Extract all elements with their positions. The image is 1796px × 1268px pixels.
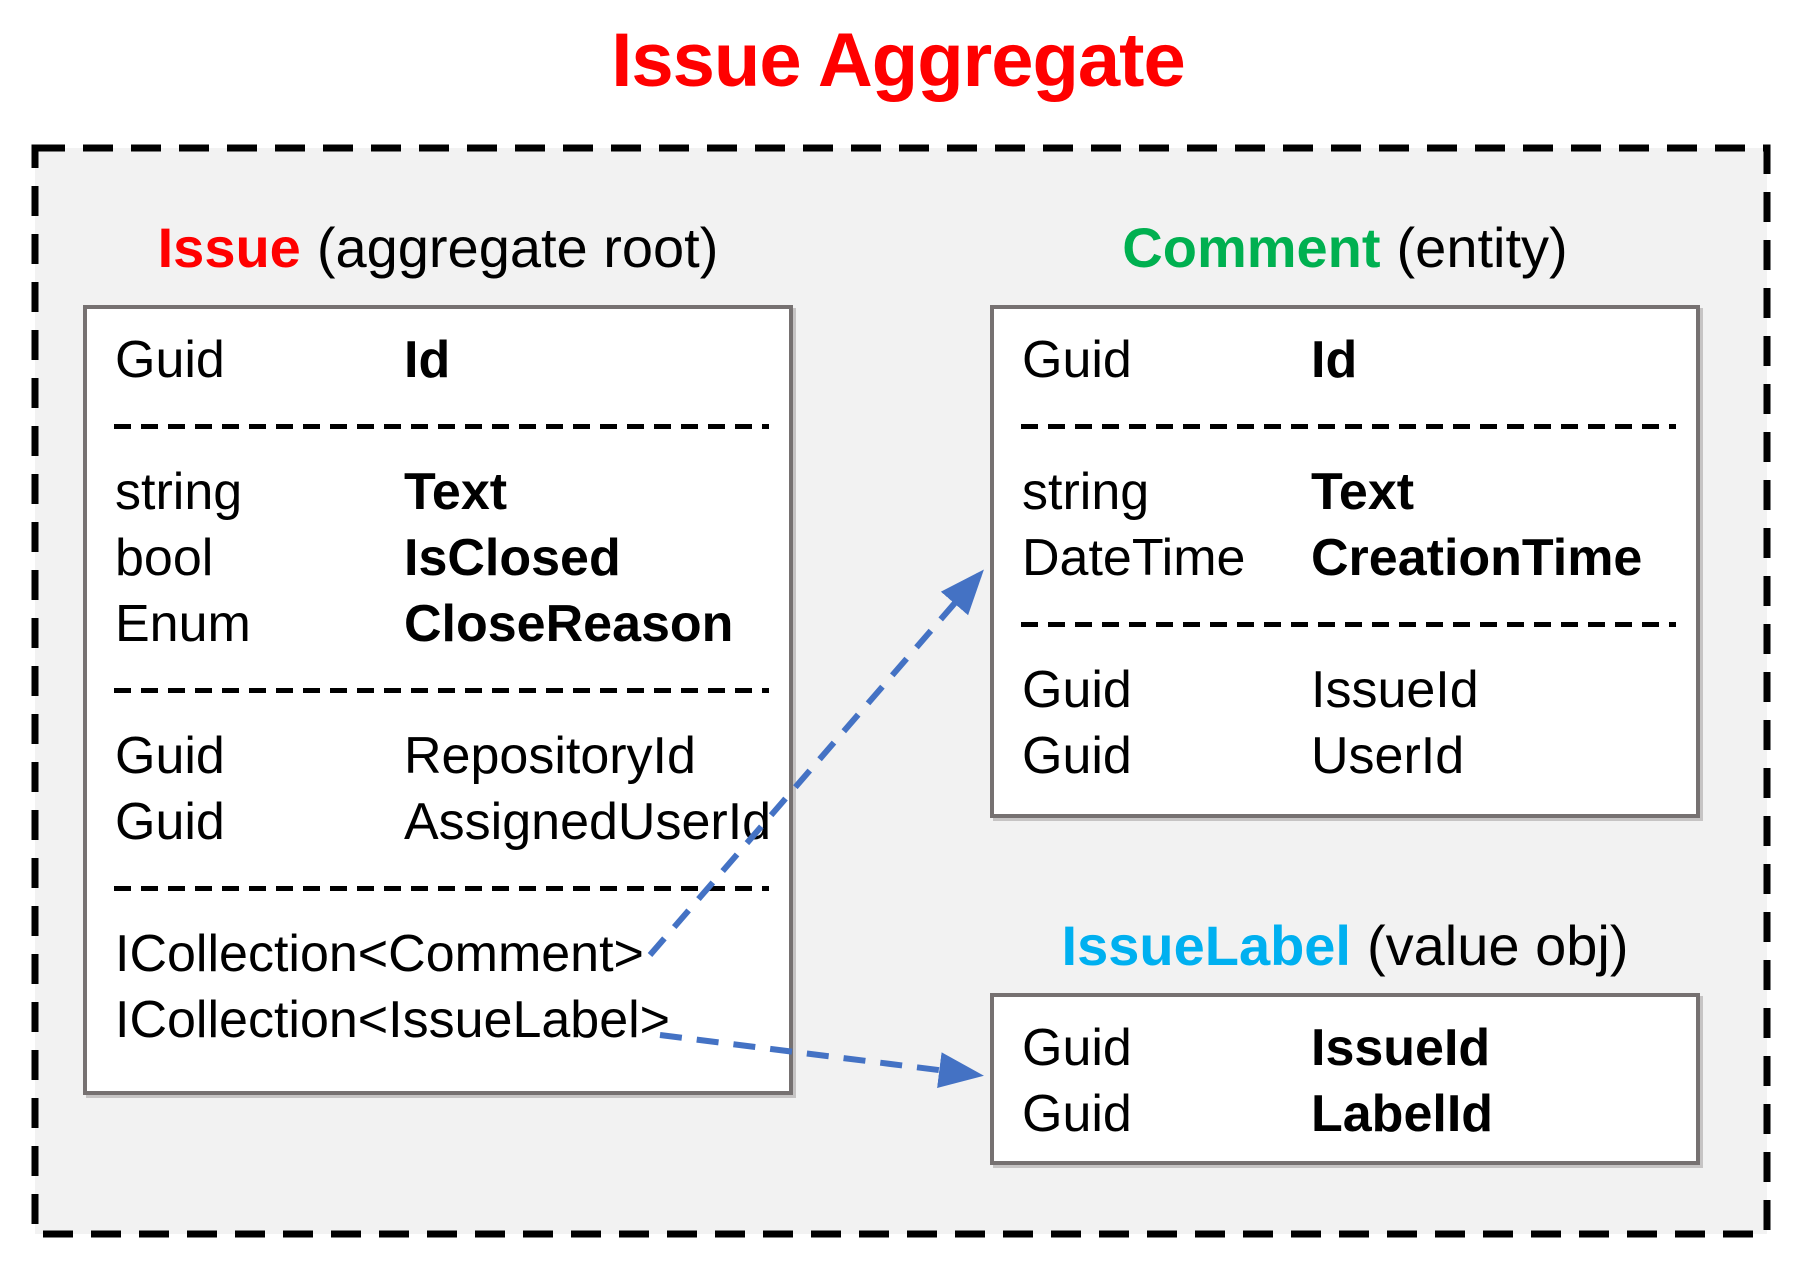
comment-heading: Comment(entity) (990, 200, 1700, 296)
field-row: Enum CloseReason (87, 591, 789, 657)
field-type: Enum (115, 595, 251, 653)
separator-row (87, 657, 789, 723)
field-row: Guid Id (87, 327, 789, 393)
field-name: Text (1311, 463, 1415, 521)
issuelabel-heading: IssueLabel (value obj) (990, 898, 1700, 994)
comment-heading-name: Comment (1122, 216, 1381, 279)
field-row: bool IsClosed (87, 525, 789, 591)
collection-row: ICollection<Comment> (87, 921, 789, 987)
field-type: string (1022, 463, 1150, 521)
issuelabel-heading-name: IssueLabel (1061, 914, 1351, 977)
field-type: Guid (1022, 1085, 1132, 1143)
field-name: CreationTime (1311, 529, 1643, 587)
field-row: string Text (994, 459, 1696, 525)
field-row: string Text (87, 459, 789, 525)
field-type: Guid (115, 331, 225, 389)
issuelabel-entity-box: Guid IssueId Guid LabelId (990, 993, 1700, 1165)
field-name: Text (404, 463, 508, 521)
separator-row (994, 591, 1696, 657)
field-type: Guid (1022, 331, 1132, 389)
issuelabel-heading-note: (value obj) (1367, 914, 1629, 977)
collection-text: ICollection<Comment> (115, 925, 644, 983)
dashed-separator (1021, 621, 1676, 627)
field-row: Guid AssignedUserId (87, 789, 789, 855)
issue-entity-box: Guid Id string Text bool IsClosed Enum C… (83, 305, 793, 1095)
field-type: Guid (1022, 661, 1132, 719)
dashed-separator (114, 687, 769, 693)
field-type: DateTime (1022, 529, 1246, 587)
issue-heading-name: Issue (157, 216, 301, 279)
field-name: IsClosed (404, 529, 621, 587)
field-type: Guid (1022, 1019, 1132, 1077)
collection-text: ICollection<IssueLabel> (115, 991, 671, 1049)
dashed-separator (1021, 423, 1676, 429)
field-row: Guid Id (994, 327, 1696, 393)
field-row: Guid LabelId (994, 1081, 1696, 1147)
field-row: Guid RepositoryId (87, 723, 789, 789)
field-name: IssueId (1311, 1019, 1491, 1077)
separator-row (87, 393, 789, 459)
field-name: CloseReason (404, 595, 734, 653)
field-type: Guid (115, 727, 225, 785)
field-name: UserId (1311, 727, 1465, 785)
dashed-separator (114, 885, 769, 891)
field-type: bool (115, 529, 214, 587)
dashed-separator (114, 423, 769, 429)
field-name: Id (404, 331, 451, 389)
field-row: Guid UserId (994, 723, 1696, 789)
collection-row: ICollection<IssueLabel> (87, 987, 789, 1053)
issue-heading: Issue(aggregate root) (83, 200, 793, 296)
field-name: LabelId (1311, 1085, 1494, 1143)
field-row: Guid IssueId (994, 1015, 1696, 1081)
field-name: Id (1311, 331, 1358, 389)
field-type: Guid (1022, 727, 1132, 785)
field-name: RepositoryId (404, 727, 696, 785)
field-name: IssueId (1311, 661, 1479, 719)
issue-heading-note: (aggregate root) (316, 216, 719, 279)
diagram-title: Issue Aggregate (611, 18, 1185, 103)
comment-entity-box: Guid Id string Text DateTime CreationTim… (990, 305, 1700, 818)
field-row: Guid IssueId (994, 657, 1696, 723)
comment-heading-note: (entity) (1396, 216, 1568, 279)
field-type: Guid (115, 793, 225, 851)
field-name: AssignedUserId (404, 793, 772, 851)
field-row: DateTime CreationTime (994, 525, 1696, 591)
separator-row (994, 393, 1696, 459)
field-type: string (115, 463, 243, 521)
separator-row (87, 855, 789, 921)
